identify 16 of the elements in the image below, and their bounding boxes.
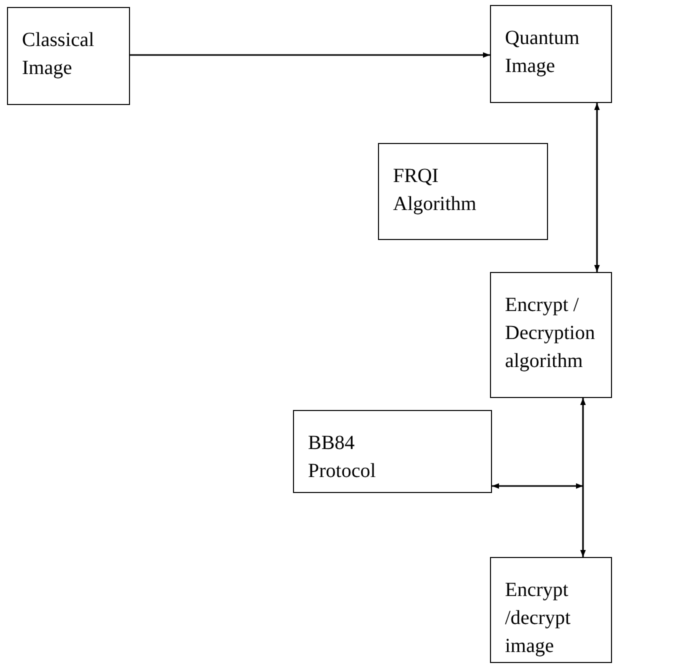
arrow — [594, 103, 600, 272]
box-label: Classical Image — [22, 28, 96, 81]
process-box — [293, 410, 492, 493]
box-label: Encrypt /decrypt image — [505, 578, 572, 659]
process-box — [490, 272, 612, 398]
arrow — [130, 52, 490, 58]
process-box — [490, 557, 612, 663]
arrow — [580, 398, 586, 557]
box-label: BB84 Protocol — [308, 431, 377, 484]
process-box — [7, 7, 130, 105]
box-label: Quantum Image — [505, 26, 580, 79]
box-label: Encrypt / Decryption algorithm — [505, 293, 596, 374]
process-box — [378, 143, 548, 240]
arrow — [492, 483, 583, 489]
box-label: FRQI Algorithm — [393, 164, 478, 217]
process-box — [490, 5, 612, 103]
